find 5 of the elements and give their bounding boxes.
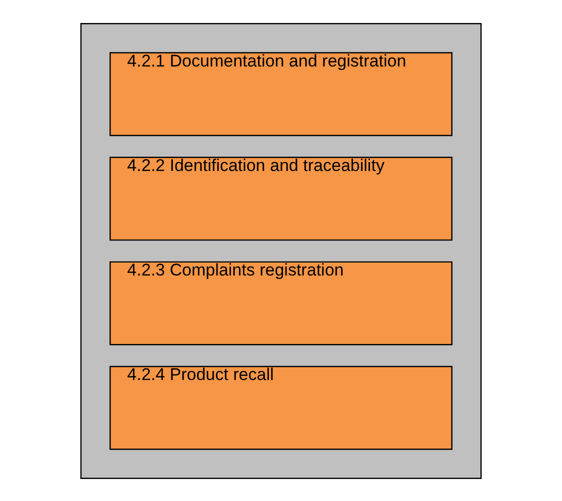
node-box: 4.2.1 Documentation and registration — [110, 52, 452, 136]
cluster — [80, 22, 482, 479]
node-box: 4.2.3 Complaints registration — [110, 260, 452, 345]
node-box: 4.2.4 Product recall — [110, 365, 452, 450]
node-box: 4.2.2 Identification and traceability — [110, 156, 452, 240]
